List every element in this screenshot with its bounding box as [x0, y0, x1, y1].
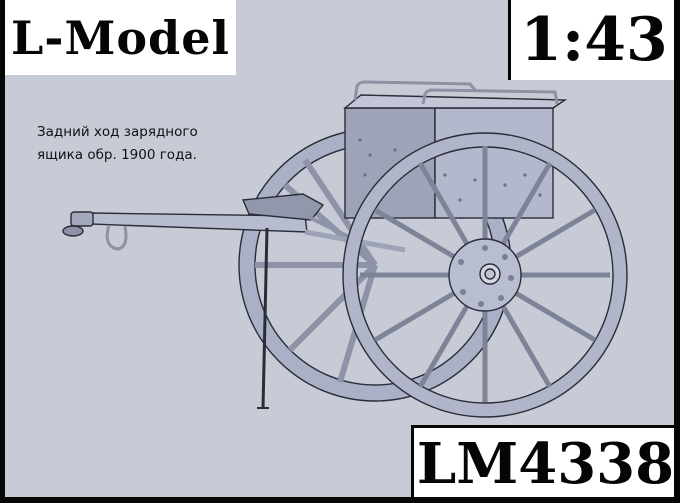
ammo-box [343, 80, 568, 219]
caption-line-2: ящика обр. 1900 года. [37, 147, 197, 163]
limber-cart-render [62, 80, 628, 418]
poster-canvas: L-Model 1:43 LM4338 Задний ход зарядного… [5, 0, 674, 497]
brand-logo: L-Model [5, 0, 241, 75]
caption-line-1: Задний ход зарядного [37, 124, 198, 140]
front-wheel [342, 132, 628, 418]
scale-label: 1:43 [508, 0, 674, 80]
trail-pole [62, 193, 406, 409]
model-description: Задний ход зарядного ящика обр. 1900 год… [37, 121, 198, 167]
product-code: LM4338 [411, 425, 674, 497]
